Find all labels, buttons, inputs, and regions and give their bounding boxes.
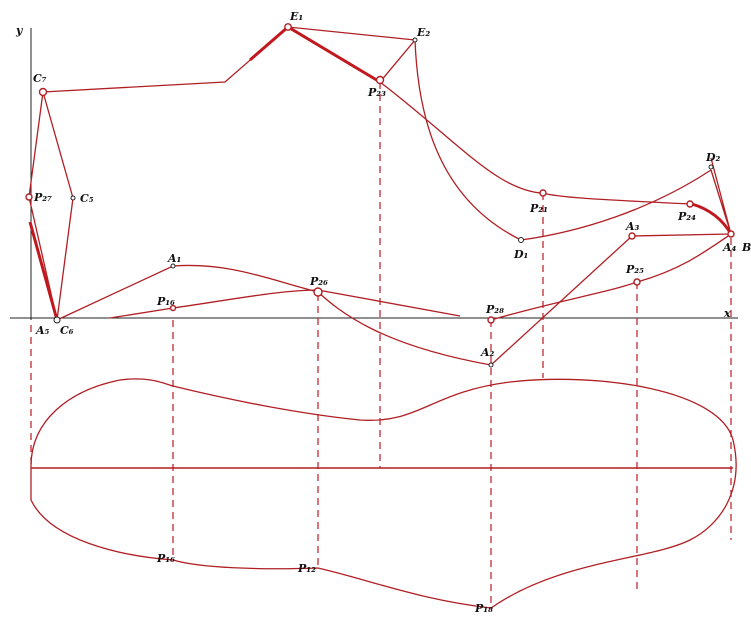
label-axis-y: y: [15, 24, 24, 37]
point-d2: [708, 164, 714, 170]
label-p16: P₁₆: [156, 552, 175, 565]
label-p25: P₂₅: [625, 263, 644, 276]
heel-top-segment: [249, 25, 381, 84]
point-c7: [38, 87, 48, 97]
sole-outline: [30, 378, 737, 609]
label-p12: P₁₂: [297, 562, 316, 575]
label-a2: A₂: [480, 346, 495, 359]
b-line: [109, 289, 461, 319]
toe-tip-segment: [691, 202, 733, 235]
point-p25: [633, 278, 641, 286]
label-p21: P₂₁: [529, 202, 548, 215]
point-p16-upper: [169, 304, 177, 312]
label-a1: A₁: [167, 252, 181, 265]
label-e2: E₂: [416, 26, 430, 39]
point-p27: [25, 193, 33, 201]
label-c6: C₆: [60, 324, 74, 337]
heel-bottom-segment: [28, 221, 59, 321]
point-d1: [518, 237, 524, 243]
label-c7: C₇: [33, 72, 47, 85]
point-e2: [412, 37, 418, 43]
point-p26: [313, 287, 323, 297]
label-p27: P₂₇: [33, 191, 52, 204]
point-a4: [727, 230, 735, 238]
point-c5: [70, 195, 76, 201]
point-a3: [628, 232, 636, 240]
point-p28: [487, 316, 495, 324]
label-a4: A₄: [722, 241, 737, 254]
label-d2: D₂: [705, 151, 721, 164]
upper-profile-line: [42, 26, 417, 93]
label-p24: P₂₄: [677, 210, 696, 223]
label-b-partial: B₁: [741, 241, 751, 254]
point-a2: [488, 362, 494, 368]
point-p21: [539, 189, 547, 197]
label-e1: E₁: [289, 10, 303, 23]
label-p16-upper: P₁₆: [156, 295, 175, 308]
point-c6: [53, 316, 61, 324]
label-axis-x: x: [723, 307, 731, 320]
label-p23: P₂₃: [367, 86, 386, 99]
label-p18: P₁₈: [474, 602, 493, 615]
label-a5: A₅: [35, 324, 50, 337]
inner-curve-e2-d2: [414, 39, 712, 241]
point-p23: [375, 75, 385, 85]
label-c5: C₅: [80, 192, 94, 205]
label-p28: P₂₈: [485, 303, 504, 316]
label-d1: D₁: [513, 248, 528, 261]
p-line: [490, 233, 732, 321]
point-a1: [170, 263, 176, 269]
label-a3: A₃: [625, 220, 640, 233]
point-e1: [284, 23, 292, 31]
point-p24: [686, 200, 694, 208]
label-p26: P₂₆: [309, 275, 328, 288]
